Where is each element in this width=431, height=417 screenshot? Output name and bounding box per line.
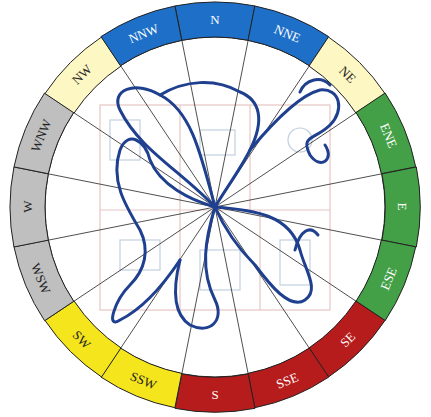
sector-fill	[175, 374, 255, 412]
direction-spokes	[48, 40, 381, 373]
plan-furniture	[120, 240, 160, 270]
sector-fill	[14, 240, 74, 321]
figure-limb	[113, 139, 215, 322]
direction-sector: S	[175, 374, 255, 412]
direction-label: N	[210, 13, 219, 26]
figure-hand	[300, 80, 330, 92]
direction-label: W	[21, 201, 34, 213]
figure-limb	[176, 207, 219, 328]
spoke-line	[215, 174, 382, 207]
direction-label: E	[396, 203, 409, 211]
sector-fill	[175, 2, 255, 40]
sector-fill	[356, 93, 416, 174]
figure-hand	[295, 230, 318, 250]
spoke-line	[215, 207, 248, 374]
plan-wall	[249, 105, 250, 210]
figure-limb	[215, 207, 311, 302]
sector-fill	[101, 6, 182, 66]
figure-limb	[250, 90, 339, 163]
sector-fill	[382, 167, 420, 247]
vastu-purusha-figure	[113, 80, 339, 329]
sector-fill	[10, 167, 48, 247]
spoke-line	[215, 207, 356, 301]
sector-fill	[248, 348, 329, 408]
spoke-line	[74, 113, 215, 207]
inner-circle	[45, 37, 385, 377]
direction-sector: NNW	[101, 6, 182, 66]
plan-wall	[179, 105, 180, 310]
direction-sector: WSW	[14, 240, 74, 321]
direction-sector: ENE	[356, 93, 416, 174]
spoke-line	[48, 207, 215, 240]
plan-wall	[259, 210, 260, 310]
figure-limb	[118, 88, 215, 207]
direction-label: S	[211, 388, 218, 401]
direction-sector: SSE	[248, 348, 329, 408]
direction-sector: E	[382, 167, 420, 247]
direction-sector: W	[10, 167, 48, 247]
direction-sector: N	[175, 2, 255, 40]
